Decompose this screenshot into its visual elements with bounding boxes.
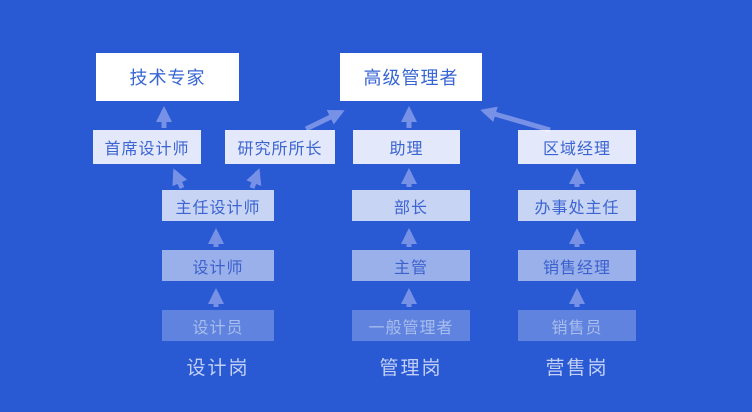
node-tech-expert: 技术专家 (96, 53, 239, 101)
footer-sales-track: 营售岗 (545, 358, 609, 379)
node-supervisor: 主管 (352, 250, 470, 281)
node-institute-head: 研究所所长 (225, 130, 335, 164)
node-regional-manager: 区域经理 (518, 130, 636, 164)
arrow-institute-head-to-senior-manager (304, 109, 345, 132)
footer-management-track: 管理岗 (379, 358, 443, 379)
node-general-manager: 一般管理者 (352, 310, 470, 341)
footer-design-track: 设计岗 (186, 358, 250, 379)
node-senior-manager: 高级管理者 (340, 53, 482, 101)
node-office-chief: 办事处主任 (518, 190, 636, 221)
node-department-head: 部长 (352, 190, 470, 221)
node-assistant: 助理 (353, 130, 460, 164)
arrow-lead-designer-to-chief-designer (172, 168, 188, 190)
node-chief-designer: 首席设计师 (93, 130, 201, 164)
arrow-lead-designer-to-institute-head (246, 168, 262, 189)
node-sales-manager: 销售经理 (518, 250, 636, 281)
node-salesperson: 销售员 (518, 310, 636, 341)
node-lead-designer: 主任设计师 (162, 190, 274, 221)
node-designer: 设计师 (162, 250, 274, 281)
node-junior-designer: 设计员 (162, 310, 274, 341)
arrow-regional-manager-to-senior-manager (480, 106, 551, 133)
